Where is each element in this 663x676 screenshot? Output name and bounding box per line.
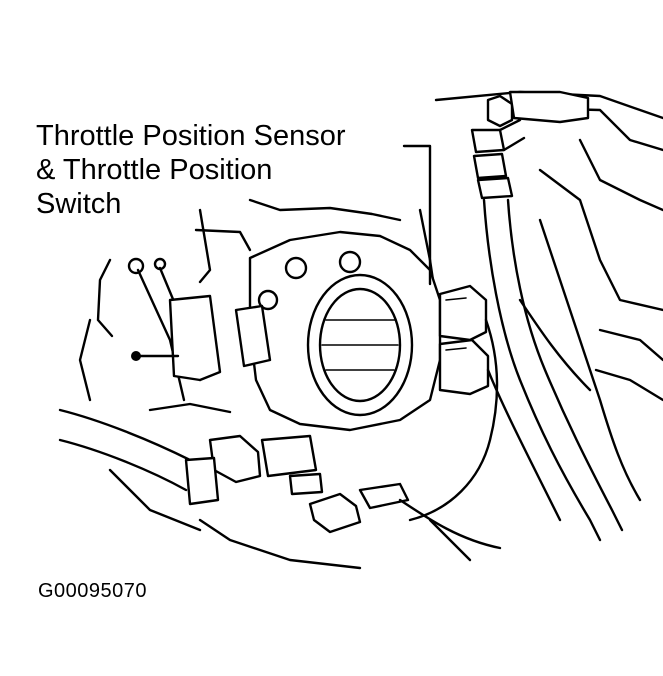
callout-leader <box>402 144 432 286</box>
air-duct-left <box>58 318 202 532</box>
component-callout: Throttle Position Sensor & Throttle Posi… <box>36 119 416 221</box>
callout-line-1: Throttle Position Sensor <box>36 120 346 152</box>
figure-id: G00095070 <box>38 580 148 602</box>
throttle-body <box>194 198 442 432</box>
callout-line-2: & Throttle Position <box>36 154 273 186</box>
upper-connector <box>470 90 590 200</box>
throttle-linkage <box>96 257 232 414</box>
lower-right-connector <box>308 482 502 562</box>
tps-connectors <box>408 284 562 522</box>
lower-fittings <box>184 434 362 570</box>
hoses-right <box>482 198 642 542</box>
callout-line-3: Switch <box>36 188 122 220</box>
